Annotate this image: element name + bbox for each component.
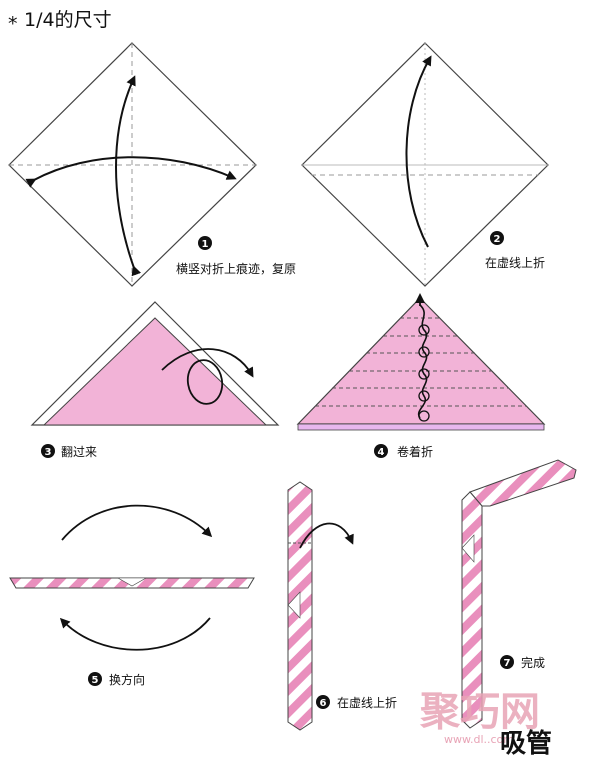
step-5-figure xyxy=(9,504,255,651)
watermark-url: www.dl..com xyxy=(444,733,514,746)
step-1-badge xyxy=(198,236,212,250)
step-5-badge xyxy=(88,672,102,686)
svg-text:2: 2 xyxy=(494,234,501,245)
rotate-arrow-top xyxy=(61,504,213,541)
model-name: 吸管 xyxy=(500,729,552,759)
svg-text:1: 1 xyxy=(202,239,209,250)
step-6-figure xyxy=(287,481,354,731)
step-2-badge xyxy=(490,231,504,245)
page-title: 1/4的尺寸 xyxy=(24,9,112,31)
step-4-badge xyxy=(374,444,388,458)
step-7-badge xyxy=(500,655,514,669)
step-1-figure xyxy=(8,42,257,287)
step-6-label: 在虚线上折 xyxy=(337,695,397,710)
step-3-label: 翻过来 xyxy=(61,445,97,459)
step-2-caption: 2 在虚线上折 xyxy=(485,231,545,270)
flip-over-arrow xyxy=(161,348,254,378)
step-6-badge xyxy=(316,695,330,709)
svg-text:6: 6 xyxy=(320,698,327,709)
fold-up-arrow xyxy=(405,55,432,248)
step-1-caption: 1 横竖对折上痕迹，复原 xyxy=(176,236,296,276)
step-7-label: 完成 xyxy=(521,655,545,670)
step-3-caption: 3 翻过来 xyxy=(41,444,97,459)
step-3-badge xyxy=(41,444,55,458)
step-4-figure xyxy=(296,293,546,431)
step-6-caption: 6 在虚线上折 xyxy=(316,695,397,710)
step-3-figure xyxy=(30,301,280,426)
title-star: * xyxy=(8,13,18,35)
watermark: 聚巧网 www.dl..com xyxy=(419,688,540,746)
step-5-label: 换方向 xyxy=(109,672,145,687)
svg-text:7: 7 xyxy=(504,658,511,669)
svg-text:5: 5 xyxy=(92,675,99,686)
vertical-fold-arrow xyxy=(115,75,142,277)
step-2-figure xyxy=(301,42,549,287)
step-1-label: 横竖对折上痕迹，复原 xyxy=(176,261,296,276)
watermark-logo: 聚巧网 xyxy=(419,688,540,735)
step-7-caption: 7 完成 xyxy=(500,655,545,670)
step-7-figure xyxy=(461,459,577,729)
svg-text:3: 3 xyxy=(45,447,52,458)
step-4-caption: 4 卷着折 xyxy=(374,444,433,459)
rotate-arrow-bottom xyxy=(59,617,211,651)
bend-arrow xyxy=(299,522,354,549)
step-2-label: 在虚线上折 xyxy=(485,255,545,270)
step-4-label: 卷着折 xyxy=(397,444,433,459)
horizontal-fold-arrow xyxy=(25,156,237,188)
step-5-caption: 5 换方向 xyxy=(88,672,145,687)
svg-text:4: 4 xyxy=(378,447,385,458)
